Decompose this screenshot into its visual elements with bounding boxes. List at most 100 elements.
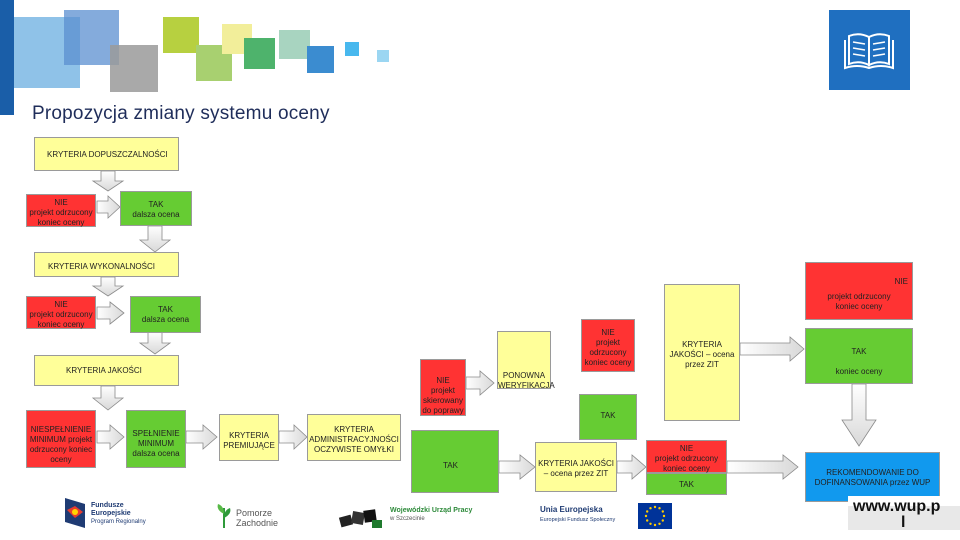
kryteria-jakosci: KRYTERIA JAKOŚCI <box>34 355 179 386</box>
deco-square <box>377 50 389 62</box>
book-icon-tile <box>829 10 910 90</box>
slide-title: Propozycja zmiany systemu oceny <box>32 103 330 124</box>
down-arrow <box>138 331 172 355</box>
deco-square <box>279 30 310 59</box>
right-arrow <box>96 195 121 219</box>
deco-square <box>64 10 119 65</box>
deco-square <box>110 45 158 92</box>
eu-flag-icon <box>638 503 672 529</box>
unia-europejska-logo: Unia Europejska Europejski Fundusz Społe… <box>540 503 680 533</box>
pomorze-leaf-icon <box>217 504 231 528</box>
down-arrow <box>91 385 125 411</box>
nie-zit-text: projekt odrzucony koniec oceny <box>654 454 719 473</box>
tak-administracyjnosci-box: TAK <box>411 430 499 493</box>
kryteria-administracyjnosci-label: KRYTERIA ADMINISTRACYJNOŚCI OCZYWISTE OM… <box>309 425 399 454</box>
wup-blocks-icon <box>338 509 382 528</box>
deco-square <box>307 46 334 73</box>
deco-square <box>244 38 275 69</box>
fundusze-line1: Fundusze <box>91 502 124 509</box>
nie-box-1: NIE projekt odrzucony koniec oceny <box>26 194 96 227</box>
nie-ponowna-text: projekt odrzucony koniec oceny <box>584 338 632 367</box>
wup-line1: Wojewódzki Urząd Pracy <box>390 507 473 514</box>
tak-right-box: TAK koniec oceny <box>805 328 913 384</box>
deco-square <box>163 17 199 53</box>
tak-box-2: TAK dalsza ocena <box>130 296 201 333</box>
spelnienie-text: dalsza ocena <box>132 449 180 458</box>
ue-line2: Europejski Fundusz Społeczny <box>540 517 616 523</box>
nie-zit-box: NIE projekt odrzucony koniec oceny <box>646 440 727 473</box>
kryteria-wykonalnosci: KRYTERIA WYKONALNOŚCI <box>34 252 179 277</box>
fundusze-line2: Europejskie <box>91 510 131 517</box>
ue-line1: Unia Europejska <box>540 505 603 514</box>
deco-square <box>0 0 14 115</box>
tak-ponowna-box: TAK <box>579 394 637 440</box>
nie-ponowna-box: NIE projekt odrzucony koniec oceny <box>581 319 635 372</box>
spelnienie-box: SPEŁNIENIE MINIMUM dalsza ocena <box>126 410 186 468</box>
ponowna-weryfikacja-label: PONOWNA WERYFIKACJA <box>498 371 555 390</box>
kryteria-jakosci-zit-bottom: KRYTERIA JAKOŚCI – ocena przez ZIT <box>535 442 617 492</box>
kryteria-premiujace: KRYTERIA PREMIUJĄCE <box>219 414 279 461</box>
tak-right-title: TAK <box>851 347 867 356</box>
tak-box-1-text: dalsza ocena <box>132 210 180 219</box>
right-arrow <box>726 454 799 480</box>
right-arrow <box>498 454 536 480</box>
nie-box-1-text: projekt odrzucony koniec oceny <box>29 208 93 227</box>
pomorze-line2: Zachodnie <box>236 518 279 528</box>
tak-zit-box: TAK <box>646 473 727 495</box>
nie-zit-title: NIE <box>679 444 694 453</box>
tak-box-2-title: TAK <box>158 305 173 314</box>
down-arrow <box>91 170 125 192</box>
down-arrow <box>138 225 172 253</box>
nie-poprawa-text: projekt skierowany do poprawy <box>422 386 464 415</box>
fundusze-star-icon <box>65 498 85 528</box>
right-arrow <box>96 424 125 450</box>
right-arrow <box>185 424 218 450</box>
tak-box-1: TAK dalsza ocena <box>120 191 192 226</box>
wup-line2: w Szczecinie <box>390 516 425 522</box>
kryteria-jakosci-zit-top-label: KRYTERIA JAKOŚCI – ocena przez ZIT <box>669 340 735 369</box>
website-url-tail[interactable]: l <box>901 514 906 531</box>
niespelnienie-text: NIESPEŁNIENIE MINIMUM projekt odrzucony … <box>29 425 93 464</box>
down-arrow <box>841 383 877 447</box>
rekomendowanie-box: REKOMENDOWANIE DO DOFINANSOWANIA przez W… <box>805 452 940 502</box>
nie-poprawa-box: NIE projekt skierowany do poprawy <box>420 359 466 416</box>
tak-box-1-title: TAK <box>148 200 164 209</box>
kryteria-dopuszczalnosci: KRYTERIA DOPUSZCZALNOŚCI <box>34 137 179 171</box>
nie-box-1-title: NIE <box>54 198 68 207</box>
nie-right-title: NIE <box>894 277 908 286</box>
fundusze-europejskie-logo: Fundusze Europejskie Program Regionalny <box>63 496 163 532</box>
kryteria-wykonalnosci-label: KRYTERIA WYKONALNOŚCI <box>48 262 155 271</box>
kryteria-jakosci-zit-bottom-label: KRYTERIA JAKOŚCI – ocena przez ZIT <box>538 459 614 478</box>
kryteria-administracyjnosci: KRYTERIA ADMINISTRACYJNOŚCI OCZYWISTE OM… <box>307 414 401 461</box>
right-arrow <box>739 336 805 362</box>
niespelnienie-box: NIESPEŁNIENIE MINIMUM projekt odrzucony … <box>26 410 96 468</box>
website-url-box[interactable]: www.wup.p l <box>848 496 960 540</box>
tak-right-text: koniec oceny <box>835 367 883 376</box>
fundusze-line3: Program Regionalny <box>91 519 146 525</box>
nie-box-2-text: projekt odrzucony koniec oceny <box>29 310 93 329</box>
kryteria-jakosci-label: KRYTERIA JAKOŚCI <box>66 366 142 375</box>
rekomendowanie-label: REKOMENDOWANIE DO DOFINANSOWANIA przez W… <box>814 468 931 487</box>
ponowna-weryfikacja: PONOWNA WERYFIKACJA <box>497 331 555 390</box>
pomorze-line1: Pomorze <box>236 508 273 518</box>
nie-ponowna-title: NIE <box>601 328 615 337</box>
nie-poprawa-title: NIE <box>436 376 450 385</box>
right-arrow <box>96 301 125 325</box>
kryteria-premiujace-label: KRYTERIA PREMIUJĄCE <box>223 431 275 450</box>
tak-box-2-text: dalsza ocena <box>141 315 190 324</box>
nie-box-2: NIE projekt odrzucony koniec oceny <box>26 296 96 329</box>
tak-ponowna-label: TAK <box>600 411 616 420</box>
wup-logo: Wojewódzki Urząd Pracy w Szczecinie <box>338 500 478 532</box>
nie-right-box: NIE projekt odrzucony koniec oceny <box>805 262 913 320</box>
down-arrow <box>91 276 125 297</box>
open-book-icon <box>844 33 894 70</box>
right-arrow <box>616 454 647 480</box>
nie-box-2-title: NIE <box>54 300 68 309</box>
pomorze-zachodnie-logo: Pomorze Zachodnie <box>214 500 284 532</box>
deco-square <box>345 42 359 56</box>
nie-right-text: projekt odrzucony koniec oceny <box>827 292 891 311</box>
website-url[interactable]: www.wup.p <box>853 498 941 515</box>
right-arrow <box>465 370 495 396</box>
tak-zit-label: TAK <box>679 480 694 489</box>
